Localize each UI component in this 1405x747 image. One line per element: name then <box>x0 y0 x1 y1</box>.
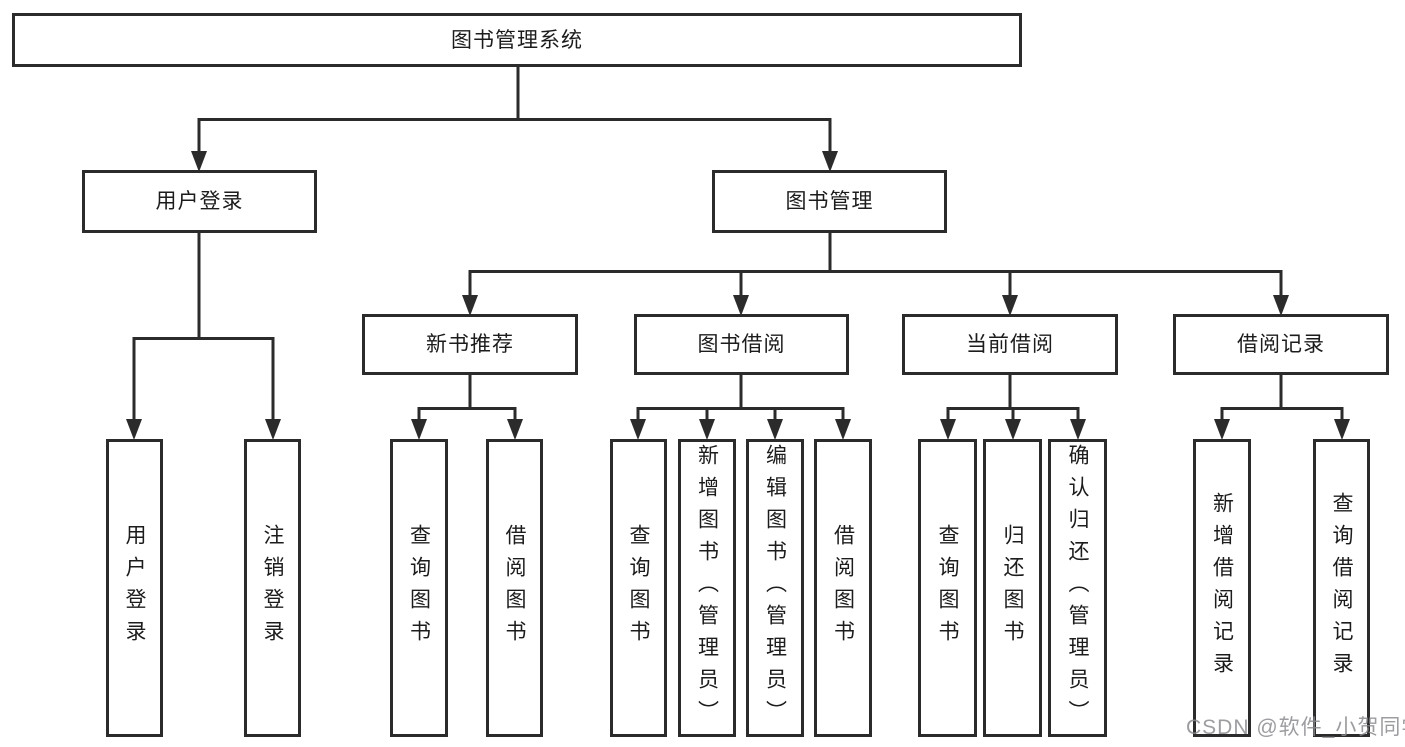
node-current-borrowing: 当前借阅 <box>902 314 1118 375</box>
leaf-query-books-borrowing: 查询图书 <box>610 439 667 737</box>
leaf-borrow-books-recommendation: 借阅图书 <box>486 439 543 737</box>
leaf-query-borrow-record: 查询借阅记录 <box>1313 439 1370 737</box>
watermark: CSDN @软件_小贺同学 <box>1186 716 1405 739</box>
node-book-borrowing: 图书借阅 <box>634 314 849 375</box>
leaf-user-login: 用户登录 <box>106 439 163 737</box>
leaf-add-borrow-record: 新增借阅记录 <box>1193 439 1251 737</box>
leaf-query-books-recommendation: 查询图书 <box>390 439 448 737</box>
node-new-book-recommendation: 新书推荐 <box>362 314 578 375</box>
leaf-confirm-return-admin: 确认归还（管理员） <box>1048 439 1107 737</box>
node-library-management-system: 图书管理系统 <box>12 13 1022 67</box>
node-borrowing-records: 借阅记录 <box>1173 314 1389 375</box>
leaf-edit-books-admin: 编辑图书（管理员） <box>746 439 804 737</box>
leaf-query-books-current: 查询图书 <box>918 439 977 737</box>
node-book-management: 图书管理 <box>712 170 947 233</box>
node-user-login: 用户登录 <box>82 170 317 233</box>
leaf-add-books-admin: 新增图书（管理员） <box>678 439 736 737</box>
leaf-return-books: 归还图书 <box>983 439 1042 737</box>
leaf-borrow-books-borrowing: 借阅图书 <box>814 439 872 737</box>
leaf-logout: 注销登录 <box>244 439 301 737</box>
